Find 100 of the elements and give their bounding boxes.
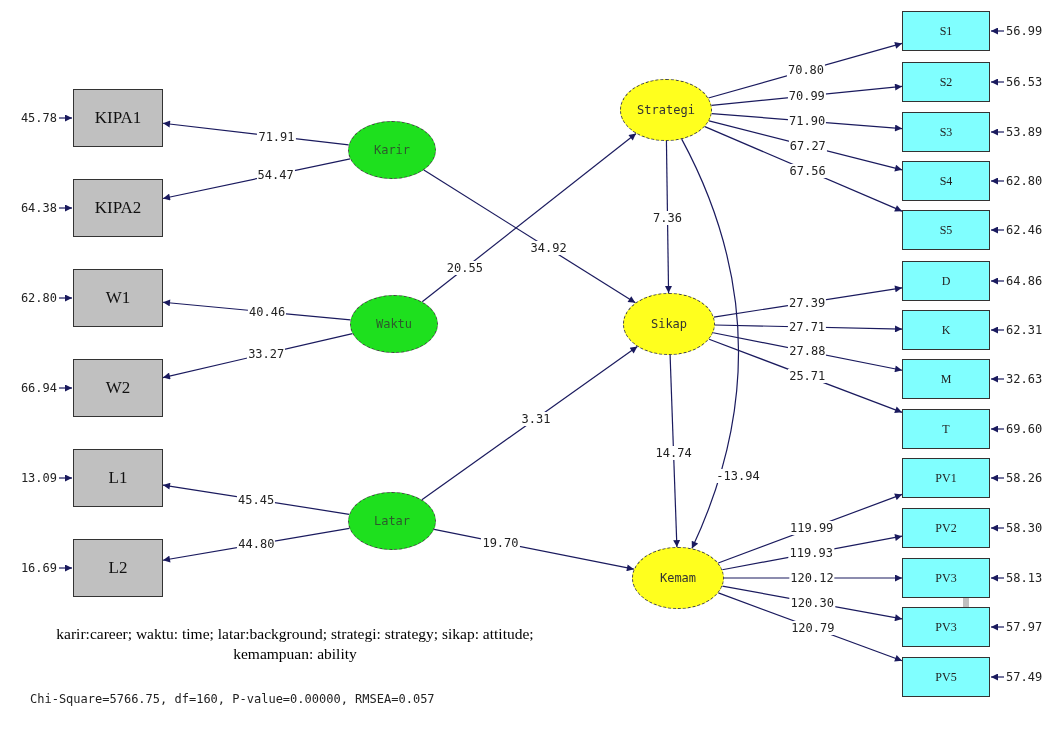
node-label: S2 (939, 74, 953, 90)
arrow (990, 326, 1005, 334)
error-variance-label: 66.94 (19, 381, 58, 395)
node-label: PV1 (935, 470, 957, 486)
node-label: S4 (939, 173, 953, 189)
arrow (990, 574, 1005, 582)
indicator-box (902, 261, 990, 301)
edge-label: 27.88 (788, 344, 827, 359)
edge-label: 119.93 (788, 546, 834, 561)
edge-label: 7.36 (652, 211, 683, 225)
arrow (58, 564, 73, 572)
node-label: K (941, 322, 951, 338)
node-label: Strategi (637, 103, 695, 117)
edge-label: 27.71 (787, 320, 827, 334)
indicator-box (902, 409, 990, 449)
latent-ellipse (348, 121, 436, 179)
error-variance-label: 58.30 (1005, 521, 1044, 535)
edge-label: 120.30 (789, 595, 835, 610)
edge-label: 67.56 (788, 163, 827, 178)
node-label: T (942, 421, 950, 437)
edge-label: 34.92 (529, 241, 568, 256)
edge-label: 120.79 (790, 620, 836, 635)
indicator-box (73, 179, 163, 237)
arrow (990, 78, 1005, 86)
error-variance-label: 62.80 (1005, 174, 1044, 188)
node-label: PV2 (935, 520, 957, 536)
indicator-box (902, 508, 990, 548)
node-label: S5 (939, 222, 953, 238)
arrow (58, 474, 73, 482)
edge-label: 71.91 (257, 129, 296, 144)
edge-label: 120.12 (789, 571, 835, 585)
node-label: Sikap (650, 317, 688, 331)
arrow (990, 128, 1005, 136)
node-label: W1 (105, 288, 131, 308)
error-variance-label: 13.09 (19, 471, 58, 485)
indicator-box (73, 269, 163, 327)
arrow (990, 474, 1005, 482)
error-variance-label: 64.38 (19, 201, 58, 215)
arrow (990, 623, 1005, 631)
latent-ellipse (632, 547, 724, 609)
arrow (58, 204, 73, 212)
indicator-box (902, 359, 990, 399)
node-label: Waktu (375, 317, 413, 331)
error-variance-label: 58.26 (1005, 471, 1044, 485)
edge-label: 19.70 (481, 535, 520, 550)
indicator-box (902, 657, 990, 697)
legend-note: karir:career; waktu: time; latar:background; strategi: strategy; sikap: attitude; kemampuan: ability (55, 624, 535, 664)
node-label: S3 (939, 124, 953, 140)
node-label: Latar (373, 514, 411, 528)
error-variance-label: 56.53 (1005, 75, 1044, 89)
indicator-box (902, 62, 990, 102)
node-label: L1 (108, 468, 128, 488)
indicator-box (902, 11, 990, 51)
error-variance-label: 32.63 (1005, 372, 1044, 386)
arrow (990, 277, 1005, 285)
edge-label: 119.99 (789, 521, 835, 536)
edge-label: -13.94 (715, 469, 761, 483)
node-label: W2 (105, 378, 131, 398)
edge-label: 3.31 (520, 411, 552, 426)
error-variance-label: 62.80 (19, 291, 58, 305)
arrow (421, 345, 638, 501)
indicator-box (902, 310, 990, 350)
node-label: M (940, 371, 952, 387)
indicator-box (73, 449, 163, 507)
error-variance-label: 58.13 (1005, 571, 1044, 585)
connector-bar (963, 598, 969, 607)
edge-label: 44.80 (237, 537, 276, 552)
edge-label: 70.99 (787, 88, 826, 103)
indicator-box (73, 359, 163, 417)
edge-label: 25.71 (788, 369, 827, 384)
indicator-box (902, 458, 990, 498)
node-label: PV3 (935, 619, 957, 635)
arrow (664, 140, 672, 294)
edge-label: 45.45 (237, 492, 276, 507)
arrow (669, 354, 681, 548)
arrow (990, 226, 1005, 234)
latent-ellipse (620, 79, 712, 141)
edge-label: 70.80 (786, 63, 826, 78)
edge-label: 33.27 (247, 346, 286, 361)
indicator-box (902, 607, 990, 647)
error-variance-label: 45.78 (19, 111, 58, 125)
indicator-box (902, 161, 990, 201)
indicator-box (73, 89, 163, 147)
arrow (990, 375, 1005, 383)
error-variance-label: 56.99 (1005, 24, 1044, 38)
node-label: Kemam (659, 571, 697, 585)
arrow (58, 384, 73, 392)
node-label: L2 (108, 558, 128, 578)
edge-label: 54.47 (256, 167, 295, 182)
fit-statistics: Chi-Square=5766.75, df=160, P-value=0.00000, RMSEA=0.057 (30, 692, 435, 706)
arrow (990, 425, 1005, 433)
indicator-box (902, 558, 990, 598)
node-label: PV5 (935, 669, 957, 685)
arrow (58, 114, 73, 122)
node-label: D (941, 273, 951, 289)
arrow (990, 177, 1005, 185)
error-variance-label: 69.60 (1005, 422, 1044, 436)
node-label: KIPA1 (94, 108, 142, 128)
edge-label: 20.55 (445, 261, 484, 276)
edge-label: 67.27 (788, 138, 827, 153)
